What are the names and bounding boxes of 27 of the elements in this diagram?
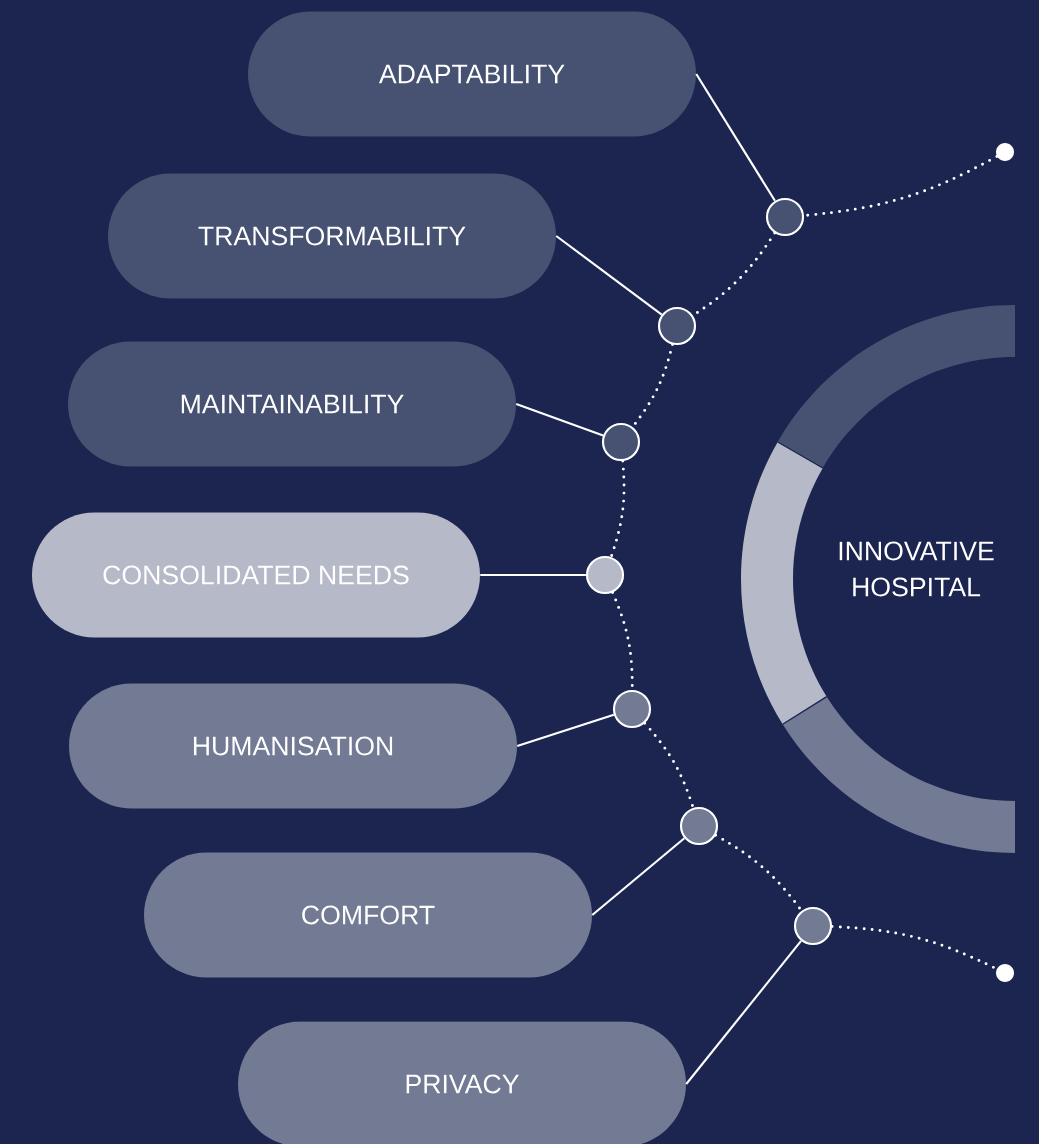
dotted-arc bbox=[643, 721, 695, 810]
junction-circle bbox=[585, 555, 625, 595]
pill-box: PRIVACY bbox=[238, 1021, 686, 1144]
node-label: INNOVATIVE HOSPITAL bbox=[839, 541, 994, 597]
junction-circle bbox=[793, 906, 833, 946]
leader-line bbox=[685, 940, 802, 1085]
junction-circle bbox=[601, 422, 641, 462]
end-dot bbox=[996, 143, 1014, 161]
end-dot bbox=[996, 964, 1014, 982]
leader-line bbox=[695, 73, 776, 202]
leader-line bbox=[555, 235, 663, 316]
junction-circle bbox=[765, 197, 805, 237]
pill-box: HUMANISATION bbox=[69, 683, 517, 809]
junction-circle bbox=[679, 806, 719, 846]
hub-ring: INNOVATIVE HOSPITAL bbox=[741, 305, 1015, 853]
pill-box: TRANSFORMABILITY bbox=[108, 173, 556, 299]
leader-line bbox=[516, 713, 615, 747]
leader-line bbox=[591, 837, 686, 916]
pill-box: MAINTAINABILITY bbox=[68, 341, 516, 467]
dotted-arc bbox=[609, 459, 626, 559]
leader-line bbox=[515, 403, 604, 437]
junction-circle bbox=[612, 689, 652, 729]
pill-box: COMFORT bbox=[144, 852, 592, 978]
junction-circle bbox=[657, 306, 697, 346]
leader-line bbox=[480, 573, 586, 577]
pill-box: CONSOLIDATED NEEDS bbox=[32, 512, 480, 638]
pill-box: ADAPTABILITY bbox=[248, 11, 696, 137]
